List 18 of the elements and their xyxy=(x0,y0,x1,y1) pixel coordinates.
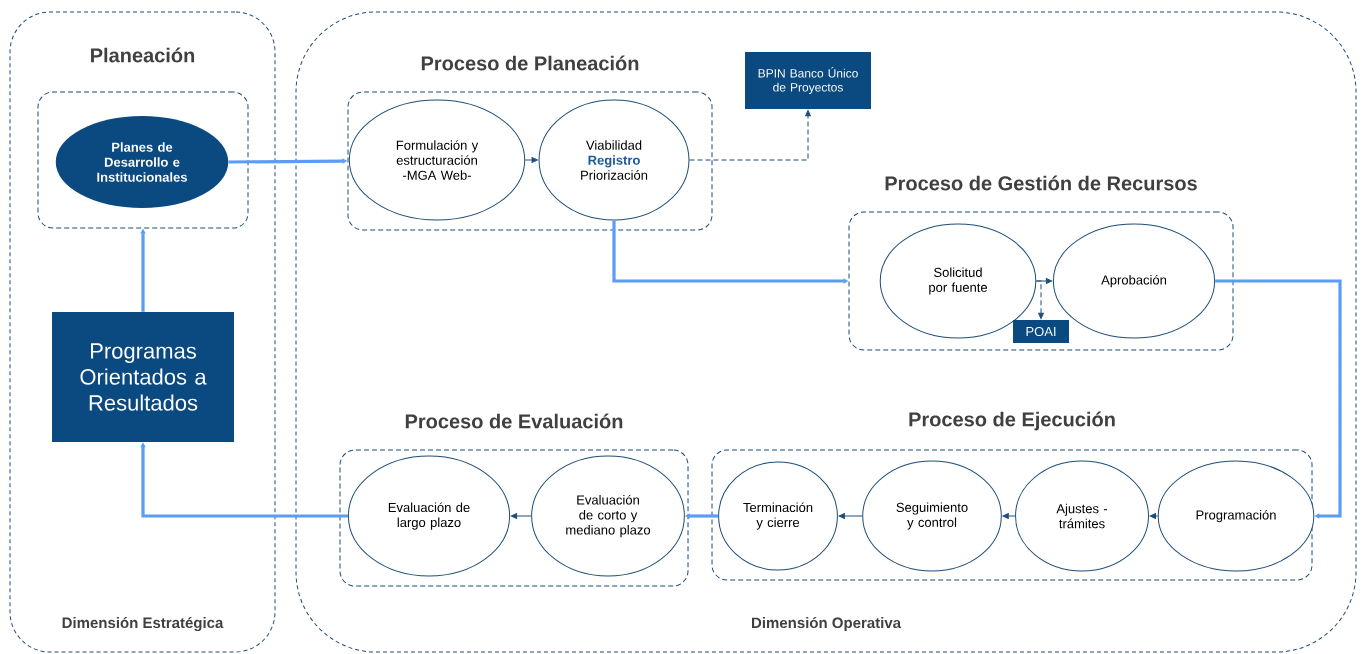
info-box: Programas Orientados a Resultados xyxy=(52,312,234,442)
arrow xyxy=(140,442,348,518)
arrow xyxy=(510,513,532,519)
info-box: POAI xyxy=(1013,320,1069,343)
arrow xyxy=(1215,279,1342,519)
info-box: BPIN Banco Único de Proyectos xyxy=(745,52,871,109)
node-label: Proceso de Ejecución xyxy=(909,411,1115,431)
arrow xyxy=(1035,280,1044,320)
arrow xyxy=(524,157,538,163)
dashed-box xyxy=(37,91,249,229)
arrow xyxy=(1149,513,1159,519)
arrow xyxy=(1002,513,1016,519)
node-label: Proceso de Planeación xyxy=(421,55,639,71)
arrow xyxy=(688,109,811,161)
arrow xyxy=(838,513,863,519)
node-label: Proceso de Gestión de Recursos xyxy=(885,175,1197,191)
node-label: Proceso de Evaluación xyxy=(405,413,623,429)
arrow xyxy=(685,513,719,519)
